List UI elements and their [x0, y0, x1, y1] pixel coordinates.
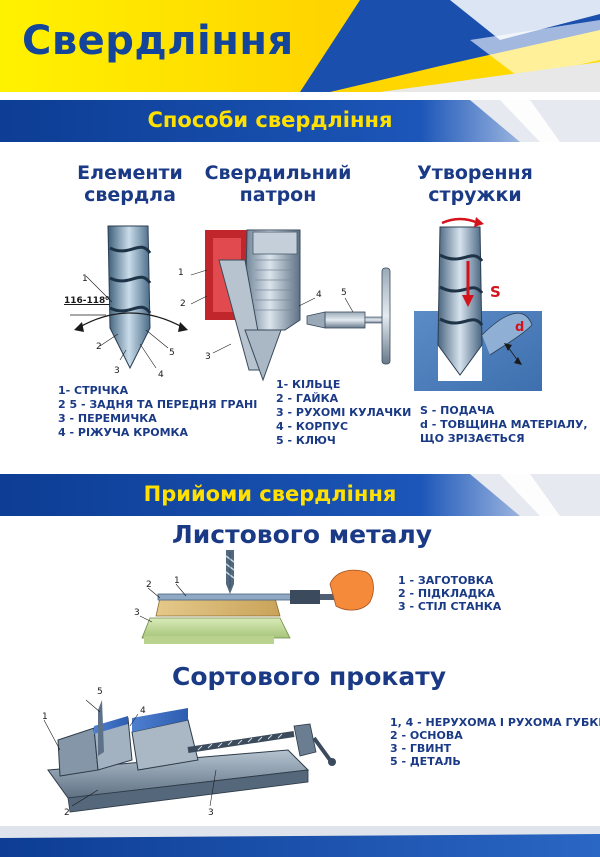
- chuck-illustration: [190, 229, 391, 382]
- callout-number: 3: [205, 352, 211, 362]
- section-banner: [0, 100, 600, 142]
- col-title-line: Свердильний: [204, 162, 352, 184]
- col-title-line: Елементи: [77, 162, 183, 184]
- legend-item: d - ТОВЩИНА МАТЕРІАЛУ,: [420, 418, 588, 431]
- legend-item: 3 - РУХОМІ КУЛАЧКИ: [276, 406, 412, 419]
- section-banner: [0, 474, 600, 516]
- col-title-drill-elements: Елементи свердла: [60, 162, 200, 206]
- section-title-methods: Способи свердління: [147, 108, 393, 132]
- callout-number: 2: [64, 808, 70, 818]
- col-title-line: Утворення: [417, 162, 533, 184]
- thickness-label: d: [515, 320, 525, 335]
- col-title-line: патрон: [239, 184, 317, 206]
- drill-elements-illustration: [70, 225, 188, 370]
- legend-chuck: 1- КІЛЬЦЕ 2 - ГАЙКА 3 - РУХОМІ КУЛАЧКИ 4…: [276, 378, 411, 448]
- col-title-line: свердла: [84, 184, 176, 206]
- callout-number: 2: [180, 299, 186, 309]
- subtitle-profile: Сортового прокату: [172, 662, 446, 691]
- legend-item: 2 5 - ЗАДНЯ ТА ПЕРЕДНЯ ГРАНІ: [58, 398, 258, 411]
- callout-number: 4: [158, 370, 164, 380]
- legend-item: 2 - ГАЙКА: [276, 392, 339, 405]
- sheet-metal-illustration: [139, 550, 374, 644]
- legend-item: 1- КІЛЬЦЕ: [276, 378, 341, 391]
- subtitle-sheet-metal: Листового металу: [172, 520, 433, 549]
- legend-item: 3 - СТІЛ СТАНКА: [398, 600, 502, 613]
- callout-number: 4: [316, 290, 322, 300]
- callout-number: 4: [140, 706, 146, 716]
- legend-drill-elements: 1- СТРІЧКА 2 5 - ЗАДНЯ ТА ПЕРЕДНЯ ГРАНІ …: [58, 384, 257, 440]
- legend-item: 2 - ПІДКЛАДКА: [398, 587, 495, 600]
- page-title: Свердління: [22, 18, 294, 64]
- legend-item: 4 - КОРПУС: [276, 420, 349, 433]
- callout-number: 5: [169, 348, 175, 358]
- legend-profile: 1, 4 - НЕРУХОМА І РУХОМА ГУБКИ 2 - ОСНОВ…: [390, 716, 600, 768]
- callout-number: 3: [208, 808, 214, 818]
- col-title-chuck: Свердильний патрон: [198, 162, 358, 206]
- legend-chip: S - ПОДАЧА d - ТОВЩИНА МАТЕРІАЛУ, ЩО ЗРІ…: [420, 404, 588, 446]
- footer-banner: [0, 826, 600, 857]
- chip-formation-illustration: [414, 217, 542, 391]
- legend-item: 2 - ОСНОВА: [390, 729, 463, 742]
- col-title-chip: Утворення стружки: [400, 162, 550, 206]
- legend-item: 5 - ДЕТАЛЬ: [390, 755, 461, 768]
- callout-number: 1: [178, 268, 184, 278]
- callout-number: 1: [42, 712, 48, 722]
- section-title-techniques: Прийоми свердління: [143, 482, 397, 506]
- angle-label: 116-118⁰: [64, 296, 110, 306]
- feed-label: S: [490, 283, 501, 301]
- legend-sheet-metal: 1 - ЗАГОТОВКА 2 - ПІДКЛАДКА 3 - СТІЛ СТА…: [398, 574, 501, 613]
- legend-item: S - ПОДАЧА: [420, 404, 495, 417]
- header-banner: [0, 0, 600, 92]
- legend-item: 3 - ПЕРЕМИЧКА: [58, 412, 157, 425]
- callout-number: 2: [146, 580, 152, 590]
- legend-item: 5 - КЛЮЧ: [276, 434, 336, 447]
- callout-number: 2: [96, 342, 102, 352]
- legend-item: 1, 4 - НЕРУХОМА І РУХОМА ГУБКИ: [390, 716, 600, 729]
- callout-number: 5: [341, 288, 347, 298]
- legend-item: 1- СТРІЧКА: [58, 384, 129, 397]
- legend-item: 4 - РІЖУЧА КРОМКА: [58, 426, 189, 439]
- col-title-line: стружки: [428, 184, 522, 206]
- legend-item: 3 - ГВИНТ: [390, 742, 452, 755]
- callout-number: 3: [134, 608, 140, 618]
- callout-number: 1: [174, 576, 180, 586]
- callout-number: 1: [82, 274, 88, 284]
- callout-number: 3: [114, 366, 120, 376]
- callout-number: 5: [97, 687, 103, 697]
- legend-item: 1 - ЗАГОТОВКА: [398, 574, 494, 587]
- vise-illustration: [43, 699, 336, 813]
- legend-item: ЩО ЗРІЗАЄТЬСЯ: [420, 432, 525, 445]
